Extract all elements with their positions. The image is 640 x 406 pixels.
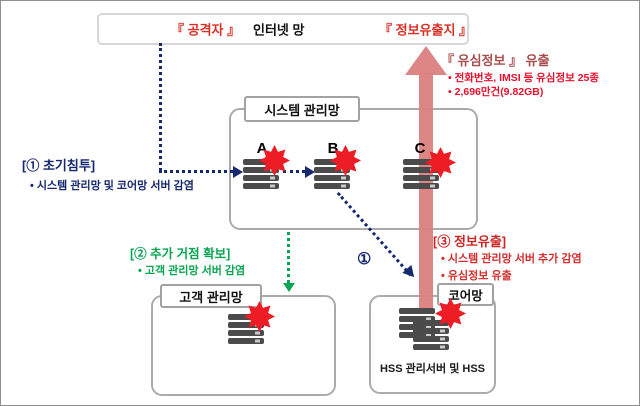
step3-bullet-2: • 유심정보 유출: [441, 270, 512, 282]
exfiltration-arrow: [419, 73, 433, 312]
step2-title: [② 추가 거점 확보]: [130, 247, 231, 261]
foothold-arrowhead-icon: [283, 283, 295, 292]
server-a-label: A: [256, 140, 268, 157]
hss-caption: HSS 관리서버 및 HSS: [379, 363, 485, 375]
system-management-network-label: 시스템 관리망: [244, 96, 360, 122]
usim-leak-bullet-2: • 2,696만건(9.82GB): [448, 86, 544, 98]
internet-zone-banner: 『 공격자 』 인터넷 망 『 정보유출지 』: [97, 13, 473, 45]
internet-network-label: 인터넷 망: [253, 22, 305, 38]
server-c-label: C: [414, 140, 426, 157]
foothold-path-vertical: [287, 232, 290, 283]
usim-leak-bullet-1: • 전화번호, IMSI 등 유심정보 25종: [448, 72, 600, 84]
usim-leak-title: 『 유심정보 』 유출: [441, 53, 550, 68]
intrusion-arrowhead-icon: [233, 166, 243, 178]
step3-bullet-1: • 시스템 관리망 서버 추가 감염: [441, 253, 582, 265]
exfiltration-arrowhead-icon: [405, 46, 447, 75]
server-a-infection-starburst-icon: [259, 145, 290, 181]
hss-server-front-icon: [413, 320, 451, 357]
path-step-number: ①: [357, 251, 372, 268]
step3-title: [③ 정보유출]: [433, 234, 507, 249]
intrusion-path-horizontal: [159, 170, 233, 173]
step2-bullet-1: • 고객 관리망 서버 감염: [138, 265, 246, 277]
hss-server-infection-starburst-icon: [435, 298, 466, 334]
lateral-move-arrowhead-icon: [305, 166, 315, 178]
customer-management-network-box: [151, 295, 336, 396]
server-b-label: B: [327, 140, 339, 157]
exfiltration-destination-label: 『 정보유출지 』: [379, 22, 473, 38]
step1-bullet-1: • 시스템 관리망 및 코어망 서버 감염: [30, 180, 194, 192]
server-c-infection-starburst-icon: [425, 147, 456, 183]
intrusion-path-vertical: [159, 43, 162, 171]
customer-server-infection-starburst-icon: [244, 301, 275, 337]
step1-title: [① 초기침투]: [22, 158, 96, 173]
server-b-infection-starburst-icon: [330, 145, 361, 181]
server-b-icon: [314, 159, 352, 196]
customer-management-network-label: 고객 관리망: [160, 284, 262, 308]
attacker-label: 『 공격자 』: [171, 22, 241, 38]
lateral-move-path-a-b: [283, 170, 305, 173]
